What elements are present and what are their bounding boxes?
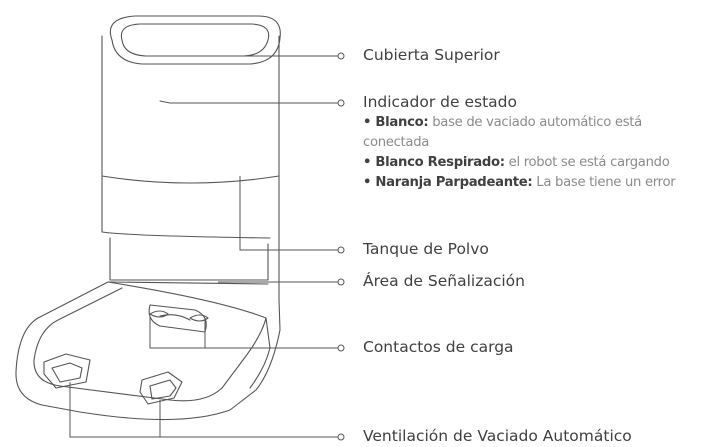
status-state-breathing: • Blanco Respirado: el robot se está car… [363,155,670,170]
status-state-white-cont: conectada [363,135,430,150]
signal-area-shape [109,237,269,281]
top-cover-shape [109,15,281,65]
status-state-white: • Blanco: base de vaciado automático est… [363,115,642,130]
label-dust-tank: Tanque de Polvo [363,240,489,258]
label-auto-empty-vent: Ventilación de Vaciado Automático [363,427,632,445]
vent-left [43,353,91,389]
label-top-cover: Cubierta Superior [363,46,500,64]
vent-right [139,371,183,405]
leader-dust-tank [239,176,338,251]
status-indicator-mark [159,100,171,104]
leader-vent [69,382,338,438]
label-charging-contacts: Contactos de carga [363,338,514,356]
base-plate [15,281,281,421]
charging-contact-left [149,310,169,318]
charging-contact-right [189,314,209,322]
status-state-orange: • Naranja Parpadeante: La base tiene un … [363,175,676,190]
label-signal-area: Área de Señalización [363,272,525,290]
leader-contacts [149,316,338,349]
label-status-indicator: Indicador de estado [363,93,517,111]
